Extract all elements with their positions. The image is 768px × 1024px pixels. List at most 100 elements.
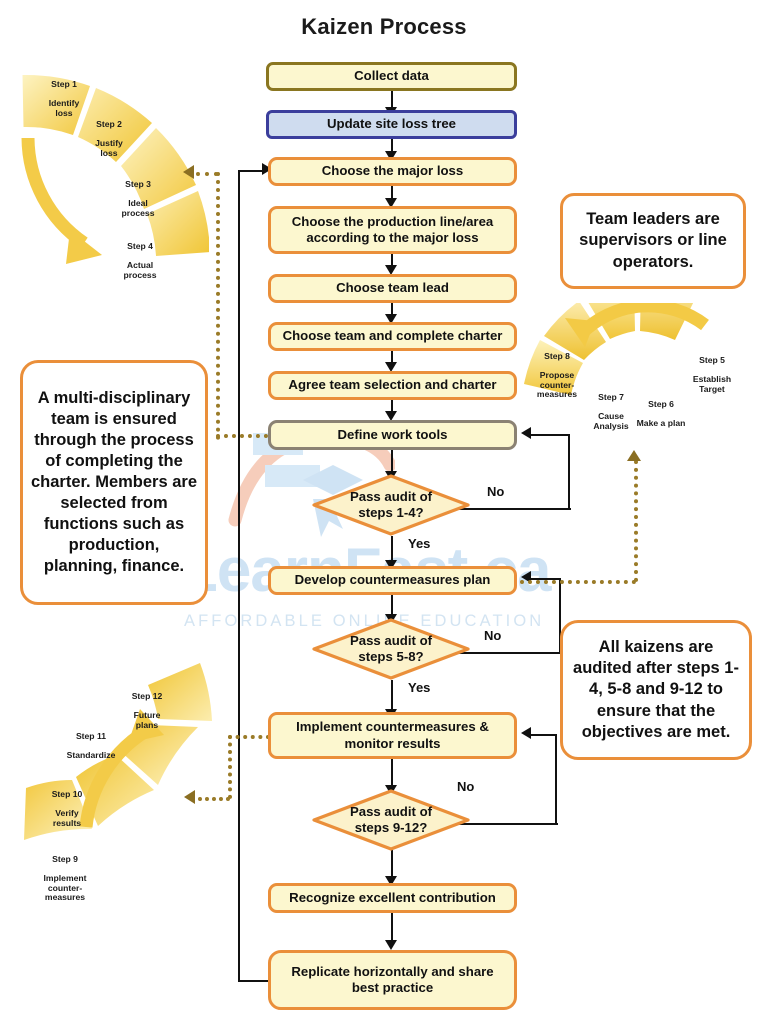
flow-node-collect-data[interactable]: Collect data bbox=[266, 62, 517, 91]
flow-node-develop-cm-plan[interactable]: Develop countermeasures plan bbox=[268, 566, 517, 595]
note-team-leaders-text: Team leaders are supervisors or line ope… bbox=[579, 210, 727, 271]
connector-recognize-to-replicate bbox=[391, 913, 394, 942]
audit-9-12-label-1: Pass audit of bbox=[349, 803, 433, 819]
note-team-leaders: Team leaders are supervisors or line ope… bbox=[560, 193, 746, 289]
audit-5-8-label-2: steps 5-8? bbox=[358, 649, 424, 664]
return-loop-horizontal-top bbox=[238, 170, 264, 173]
connector-audit58-yes bbox=[391, 680, 394, 711]
yes-label-audit-1-4: Yes bbox=[408, 536, 431, 551]
yes-label-audit-5-8: Yes bbox=[408, 680, 431, 695]
fan-9-12-segment-10: Step 10 Verify results bbox=[51, 788, 83, 828]
note-audit-policy-text: All kaizens are audited after steps 1-4,… bbox=[573, 638, 739, 741]
flow-node-define-work-tools-label: Define work tools bbox=[337, 426, 448, 442]
dotted-connector-major-vertical bbox=[216, 172, 220, 440]
flow-node-agree-team-charter[interactable]: Agree team selection and charter bbox=[268, 371, 517, 400]
flow-node-audit-5-8[interactable]: Pass audit of steps 5-8? bbox=[311, 617, 471, 681]
flow-node-update-loss-tree[interactable]: Update site loss tree bbox=[266, 110, 517, 139]
fan-1-4-segment-2: Step 2 Justify loss bbox=[95, 118, 123, 158]
flow-node-audit-1-4[interactable]: Pass audit of steps 1-4? bbox=[311, 473, 471, 537]
note-team-composition-text: A multi-disciplinary team is ensured thr… bbox=[31, 388, 198, 576]
audit-5-8-label-1: Pass audit of bbox=[349, 632, 433, 648]
dotted-arrow-to-steps-9-12 bbox=[184, 790, 195, 804]
arrow-line-to-lead bbox=[385, 265, 397, 275]
flow-node-recognize[interactable]: Recognize excellent contribution bbox=[268, 883, 517, 913]
dotted-connector-plan-vertical bbox=[634, 460, 638, 582]
flow-node-choose-major-loss[interactable]: Choose the major loss bbox=[268, 157, 517, 186]
arrow-audit912-to-recognize bbox=[385, 876, 397, 886]
flow-node-replicate-label-2: best practice bbox=[351, 980, 434, 995]
fan-9-12-segment-12: Step 12 Future plans bbox=[131, 690, 163, 730]
flow-node-implement-cm-label-2: monitor results bbox=[344, 735, 441, 751]
flow-node-replicate[interactable]: Replicate horizontally and share best pr… bbox=[268, 950, 517, 1010]
fan-5-8-segment-5: Step 5 Establish Target bbox=[692, 354, 732, 394]
dotted-arrow-to-steps-5-8 bbox=[627, 450, 641, 461]
connector-tools-to-audit14 bbox=[391, 450, 394, 473]
arrow-return-loop bbox=[262, 163, 272, 175]
no-loop-14-horizontal-top bbox=[531, 434, 570, 437]
dotted-connector-tools-horizontal bbox=[216, 434, 268, 438]
dotted-connector-plan-horizontal bbox=[520, 580, 636, 584]
return-loop-horizontal-bottom bbox=[238, 980, 271, 983]
fan-1-4-segment-3: Step 3 Ideal process bbox=[121, 178, 155, 218]
connector-audit14-yes bbox=[391, 536, 394, 562]
connector-agree-to-tools bbox=[391, 400, 394, 414]
flow-node-agree-team-charter-label: Agree team selection and charter bbox=[288, 377, 497, 393]
arrow-no-loop-14 bbox=[521, 427, 531, 439]
dotted-connector-implement-horizontal-2 bbox=[198, 797, 230, 801]
arrow-recognize-to-replicate bbox=[385, 940, 397, 950]
dotted-connector-implement-vertical bbox=[228, 735, 232, 799]
connector-charter-to-agree bbox=[391, 351, 394, 365]
fan-5-8-segment-6: Step 6 Make a plan bbox=[636, 398, 686, 428]
no-loop-912-vertical bbox=[555, 734, 558, 825]
flow-node-audit-9-12[interactable]: Pass audit of steps 9-12? bbox=[311, 788, 471, 852]
flow-node-choose-team-charter[interactable]: Choose team and complete charter bbox=[268, 322, 517, 351]
fan-1-4-segment-1: Step 1 Identify loss bbox=[48, 78, 80, 118]
flow-node-choose-major-loss-label: Choose the major loss bbox=[321, 163, 464, 179]
dotted-arrow-to-steps-1-4 bbox=[183, 165, 194, 179]
fan-9-12-segment-9: Step 9 Implement counter- measures bbox=[43, 853, 87, 903]
connector-audit912-to-recognize bbox=[391, 850, 394, 878]
no-label-audit-9-12: No bbox=[457, 779, 475, 794]
flow-node-choose-line-area-label-1: Choose the production line/area bbox=[291, 213, 494, 229]
connector-major-to-line bbox=[391, 186, 394, 201]
steps-5-8-fan bbox=[524, 303, 709, 395]
fan-5-8-segment-7: Step 7 Cause Analysis bbox=[593, 391, 629, 431]
arrow-agree-to-tools bbox=[385, 411, 397, 421]
flow-node-choose-line-area-label-2: according to the major loss bbox=[306, 230, 479, 245]
audit-1-4-label-1: Pass audit of bbox=[349, 488, 433, 504]
connector-line-to-lead bbox=[391, 254, 394, 268]
no-loop-912-horizontal-top bbox=[531, 734, 557, 737]
arrow-audit14-yes bbox=[385, 560, 397, 570]
flow-node-recognize-label: Recognize excellent contribution bbox=[289, 889, 496, 905]
no-loop-14-vertical bbox=[568, 434, 571, 510]
no-loop-58-horizontal-bottom bbox=[456, 652, 562, 655]
connector-collect-to-update bbox=[391, 91, 394, 109]
flow-node-choose-team-charter-label: Choose team and complete charter bbox=[282, 328, 503, 344]
note-audit-policy: All kaizens are audited after steps 1-4,… bbox=[560, 620, 752, 760]
steps-9-12-fan bbox=[24, 663, 212, 840]
no-loop-58-horizontal-top bbox=[531, 578, 561, 581]
arrow-no-loop-912 bbox=[521, 727, 531, 739]
connector-implement-to-audit912 bbox=[391, 759, 394, 787]
fan-5-8-segment-8: Step 8 Propose counter- measures bbox=[536, 350, 578, 400]
arrow-lead-to-charter bbox=[385, 314, 397, 324]
arrow-no-loop-58 bbox=[521, 571, 531, 583]
note-team-composition: A multi-disciplinary team is ensured thr… bbox=[20, 360, 208, 605]
connector-update-to-major bbox=[391, 139, 394, 154]
flow-node-choose-team-lead[interactable]: Choose team lead bbox=[268, 274, 517, 303]
no-label-audit-1-4: No bbox=[487, 484, 505, 499]
connector-lead-to-charter bbox=[391, 303, 394, 317]
flow-node-implement-cm[interactable]: Implement countermeasures & monitor resu… bbox=[268, 712, 517, 759]
no-label-audit-5-8: No bbox=[484, 628, 502, 643]
audit-1-4-label-2: steps 1-4? bbox=[358, 505, 424, 520]
flow-node-implement-cm-label-1: Implement countermeasures & bbox=[296, 719, 489, 735]
fan-1-4-segment-4: Step 4 Actual process bbox=[123, 240, 157, 280]
flow-node-update-loss-tree-label: Update site loss tree bbox=[327, 116, 456, 132]
no-loop-14-horizontal-bottom bbox=[456, 508, 571, 511]
flow-node-choose-line-area[interactable]: Choose the production line/area accordin… bbox=[268, 206, 517, 254]
arrow-charter-to-agree bbox=[385, 362, 397, 372]
fan-9-12-segment-11: Step 11 Standardize bbox=[66, 730, 116, 760]
dotted-connector-implement-horizontal bbox=[228, 735, 270, 739]
flow-node-define-work-tools[interactable]: Define work tools bbox=[268, 420, 517, 450]
